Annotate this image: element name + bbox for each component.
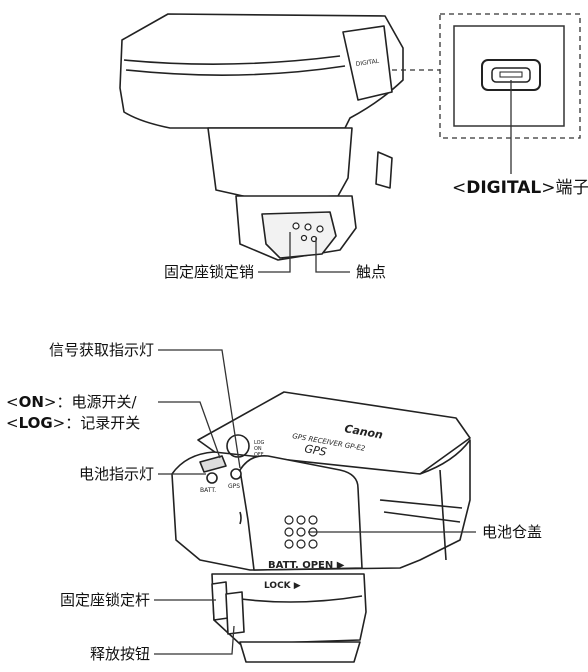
signal-indicator-label: 信号获取指示灯 (48, 341, 154, 359)
port-zoom-inner (453, 25, 565, 127)
side-rib-2 (379, 499, 463, 509)
lock-text: LOCK ▶ (264, 581, 301, 591)
switch-on-text: ON (254, 446, 262, 452)
log-switch-label: <LOG>：记录开关 (6, 414, 140, 432)
top-device-top-edge (123, 55, 341, 65)
lock-pin-label: 固定座锁定销 (163, 263, 254, 281)
top-device-neck (207, 127, 353, 199)
digital-name: DIGITAL (466, 178, 542, 198)
bottom-leaders (154, 349, 476, 655)
on-prefix: < (6, 393, 19, 411)
release-button-shape (225, 591, 245, 635)
power-switch (199, 455, 227, 473)
top-device-body (119, 13, 404, 129)
log-name: LOG (18, 414, 53, 432)
top-leaders (258, 80, 512, 273)
top-device-side-tab (375, 151, 393, 189)
battery-compartment-label: 电池仓盖 (482, 523, 543, 541)
on-name: ON (18, 393, 44, 411)
usb-port-pins (499, 71, 523, 78)
digital-prefix: < (452, 178, 467, 198)
log-prefix: < (6, 414, 19, 432)
digital-port-text: DIGITAL (355, 58, 380, 68)
top-device-rib (125, 65, 346, 76)
on-switch-label: <ON>：电源开关/ (6, 393, 137, 411)
battery-door (239, 454, 363, 571)
switch-off-text: OFF (254, 452, 264, 458)
digital-port-flap (342, 25, 393, 101)
lock-lever-label: 固定座锁定杆 (59, 591, 150, 609)
gps-led (230, 468, 242, 480)
switch-leader (158, 401, 221, 459)
bottom-foot (239, 641, 361, 663)
batt-led (206, 472, 218, 484)
side-rib-3 (383, 511, 461, 523)
switch-log-text: LOG (254, 440, 265, 446)
digital-terminal-label: <DIGITAL>端子 (452, 178, 588, 198)
bottom-device (171, 391, 471, 663)
battery-indicator-label: 电池指示灯 (78, 465, 154, 483)
hot-shoe-foot (261, 211, 337, 259)
port-zoom (392, 13, 581, 139)
release-leader (154, 625, 235, 655)
batt-open-text: BATT. OPEN ▶ (268, 560, 345, 571)
on-suffix: >：电源开关/ (43, 393, 137, 411)
contacts-leader (315, 238, 350, 273)
signal-leader (158, 349, 241, 469)
port-zoom-box (439, 13, 581, 139)
door-latch (239, 511, 242, 525)
gps-text: GPS (303, 442, 327, 459)
gps-led-text: GPS (228, 483, 240, 490)
release-button-label: 释放按钮 (89, 645, 150, 663)
digital-suffix: >端子 (541, 178, 588, 198)
batt-led-text: BATT. (200, 487, 216, 494)
contacts-label: 触点 (356, 263, 387, 281)
vent-holes (284, 515, 318, 549)
lock-pin-leader (258, 232, 291, 273)
side-rib-1 (439, 469, 447, 561)
top-device: DIGITAL (119, 13, 404, 261)
log-suffix: >：记录开关 (52, 414, 141, 432)
